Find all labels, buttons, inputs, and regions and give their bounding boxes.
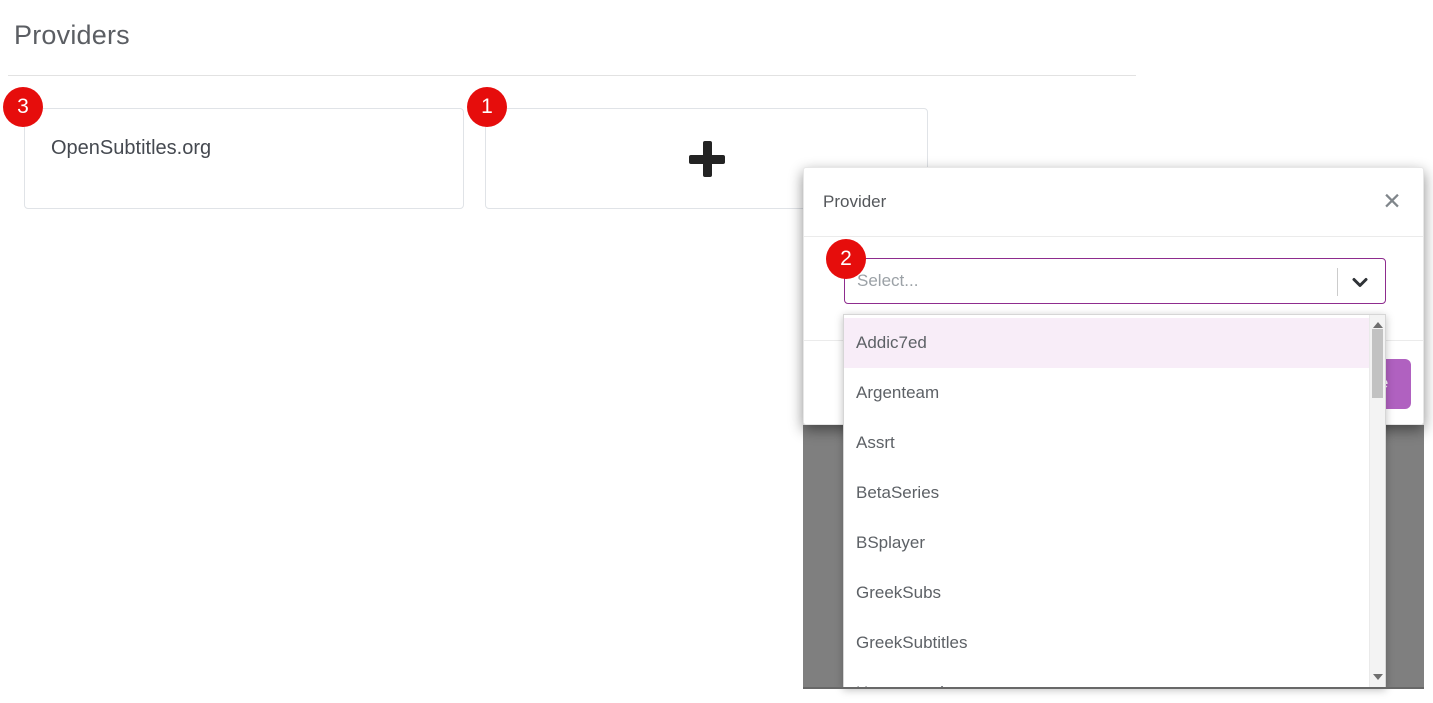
dropdown-option[interactable]: GreekSubtitles: [844, 618, 1371, 668]
page-title: Providers: [14, 20, 130, 50]
modal-title: Provider: [823, 192, 887, 211]
provider-card-label: OpenSubtitles.org: [51, 137, 212, 159]
callout-badge-3: 3: [3, 87, 43, 127]
dropdown-scrollbar[interactable]: [1369, 315, 1385, 687]
dropdown-option[interactable]: Hosszupuska: [844, 668, 1371, 687]
scrollbar-down-arrow-icon[interactable]: [1372, 674, 1383, 680]
callout-badge-1: 1: [467, 87, 507, 127]
window-bottom-edge: [803, 687, 1424, 689]
callout-badge-2: 2: [826, 239, 866, 279]
chevron-down-icon: [1352, 278, 1368, 287]
provider-card-opensubtitles[interactable]: OpenSubtitles.org: [24, 108, 464, 209]
scrollbar-thumb[interactable]: [1372, 329, 1383, 398]
plus-icon: [688, 140, 725, 177]
dropdown-option[interactable]: Argenteam: [844, 368, 1371, 418]
dropdown-option[interactable]: Assrt: [844, 418, 1371, 468]
dropdown-option[interactable]: BSplayer: [844, 518, 1371, 568]
scrollbar-up-arrow-icon[interactable]: [1372, 322, 1383, 328]
provider-select[interactable]: Select...: [844, 258, 1386, 304]
modal-header: Provider ✕: [804, 168, 1423, 237]
dropdown-option[interactable]: BetaSeries: [844, 468, 1371, 518]
title-divider: [8, 75, 1136, 76]
add-provider-card[interactable]: [485, 108, 928, 209]
dropdown-option[interactable]: GreekSubs: [844, 568, 1371, 618]
select-placeholder: Select...: [857, 271, 919, 290]
select-separator: [1337, 268, 1338, 296]
close-icon[interactable]: ✕: [1382, 187, 1402, 214]
dropdown-option[interactable]: Addic7ed: [844, 318, 1371, 368]
